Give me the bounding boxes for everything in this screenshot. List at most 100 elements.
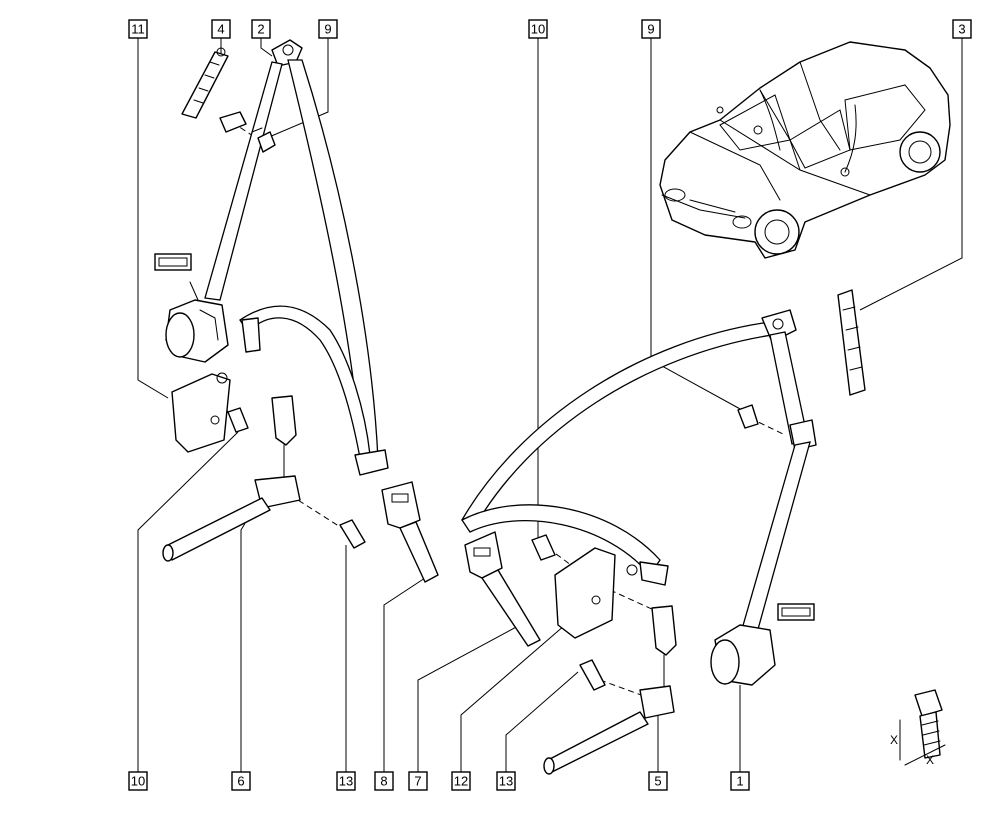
car-bumper-line (661, 194, 746, 219)
retractor-left-detail (199, 309, 219, 341)
height-adjuster-left-notches (193, 61, 220, 104)
car-hood-line (689, 131, 781, 201)
upper-anchor-right (761, 309, 797, 343)
mounting-bracket-right (554, 547, 616, 639)
callout-8: 8 (374, 771, 394, 791)
leader-8 (383, 577, 426, 772)
car-windshield (719, 94, 791, 151)
car-belt-line (719, 119, 871, 196)
car-body (659, 41, 951, 259)
belt-right-end-fitting (639, 561, 669, 586)
upper-anchor-left-hole (282, 44, 294, 56)
callout-13-right: 13 (496, 771, 516, 791)
torque-label-right-outer (777, 603, 815, 621)
buckle-rod-right (547, 711, 649, 773)
callout-1: 1 (730, 771, 750, 791)
svg-text:3: 3 (958, 22, 965, 37)
callout-10-bottom: 10 (128, 771, 148, 791)
dash-bolt-9-right (749, 417, 786, 436)
bolt-13-right (579, 659, 606, 691)
leader-7 (417, 624, 521, 772)
belt-tongue-left (354, 449, 389, 476)
leader-13-right (505, 671, 579, 772)
car-rear-window (844, 84, 926, 151)
bolt-10-right (531, 534, 556, 561)
belt-webbing-left-diagonal (287, 59, 379, 463)
svg-text:12: 12 (454, 774, 468, 789)
car-rear-hub (908, 140, 932, 164)
car-belt-routing-rear (844, 104, 857, 173)
buckle-rod-right-end (543, 757, 555, 775)
svg-text:5: 5 (654, 774, 661, 789)
mounting-bracket-right-stud (626, 564, 638, 576)
retractor-right-spool (710, 639, 740, 685)
mounting-bracket-left-stud (216, 372, 228, 384)
svg-text:13: 13 (499, 774, 513, 789)
leader-3 (859, 38, 963, 311)
detail-dim-label-a: X (890, 733, 898, 747)
car-side-window (789, 109, 851, 169)
callout-10-top: 10 (528, 19, 548, 39)
callout-6: 6 (231, 771, 251, 791)
torque-label-left-outer (154, 253, 192, 271)
svg-text:10: 10 (131, 774, 145, 789)
belt-guide-left (219, 111, 247, 133)
bolt-9-left (257, 131, 276, 153)
leader-2 (260, 38, 273, 57)
upper-anchor-right-hole (772, 318, 784, 330)
detail-bolt-thread (921, 720, 941, 746)
svg-text:7: 7 (414, 774, 421, 789)
car-belt-anchor-2 (840, 167, 850, 177)
right-belt-assembly (461, 289, 866, 775)
retractor-left-arrow (189, 281, 199, 301)
callout-5: 5 (648, 771, 668, 791)
buckle-8-slot (391, 493, 409, 503)
torque-label-right-inner (781, 607, 811, 617)
leader-12 (460, 624, 566, 772)
buckle-8 (381, 481, 421, 529)
buckle-anchor-right (639, 685, 675, 719)
detail-dim-label-b: X (926, 753, 934, 767)
car-headlight-right (732, 215, 752, 229)
svg-text:11: 11 (131, 22, 145, 37)
callout-9-right: 9 (641, 19, 661, 39)
callout-7: 7 (408, 771, 428, 791)
height-adjuster-left-bolt (216, 47, 226, 57)
mounting-bracket-left (171, 373, 231, 453)
left-belt-assembly (162, 39, 439, 583)
leader-6 (240, 514, 251, 772)
callout-9-left: 9 (318, 19, 338, 39)
car-mirror (716, 106, 724, 114)
svg-text:1: 1 (736, 774, 743, 789)
height-adjuster-left (181, 51, 229, 119)
car-belt-routing-front (759, 89, 781, 151)
svg-text:6: 6 (237, 774, 244, 789)
car-grille (689, 199, 736, 213)
torque-label-left-inner (158, 257, 188, 267)
svg-text:4: 4 (217, 22, 224, 37)
buckle-rod-left-end (162, 544, 174, 562)
car-rear-wheel (899, 131, 941, 173)
car-roof-line (799, 61, 841, 151)
bolt-10-left (227, 407, 249, 433)
belt-webbing-left-vertical (204, 61, 283, 301)
car-belt-anchor-1 (753, 125, 763, 135)
callout-11: 11 (128, 19, 148, 39)
leader-11 (137, 38, 169, 399)
callout-2: 2 (251, 19, 271, 39)
torque-label-icon (777, 603, 815, 621)
torque-label-icon (154, 253, 192, 271)
detail-bolt-shank (919, 711, 941, 759)
buckle-head-left (271, 395, 297, 446)
buckle-rod-left (167, 497, 271, 561)
car-front-hub (764, 219, 790, 245)
height-adjuster-right (837, 289, 866, 396)
buckle-7-strap (481, 569, 541, 647)
detail-bolt-head (914, 689, 943, 717)
height-adjuster-right-notches (842, 306, 863, 371)
callout-12: 12 (451, 771, 471, 791)
belt-left-end-fitting (241, 317, 261, 353)
callout-13-left: 13 (336, 771, 356, 791)
